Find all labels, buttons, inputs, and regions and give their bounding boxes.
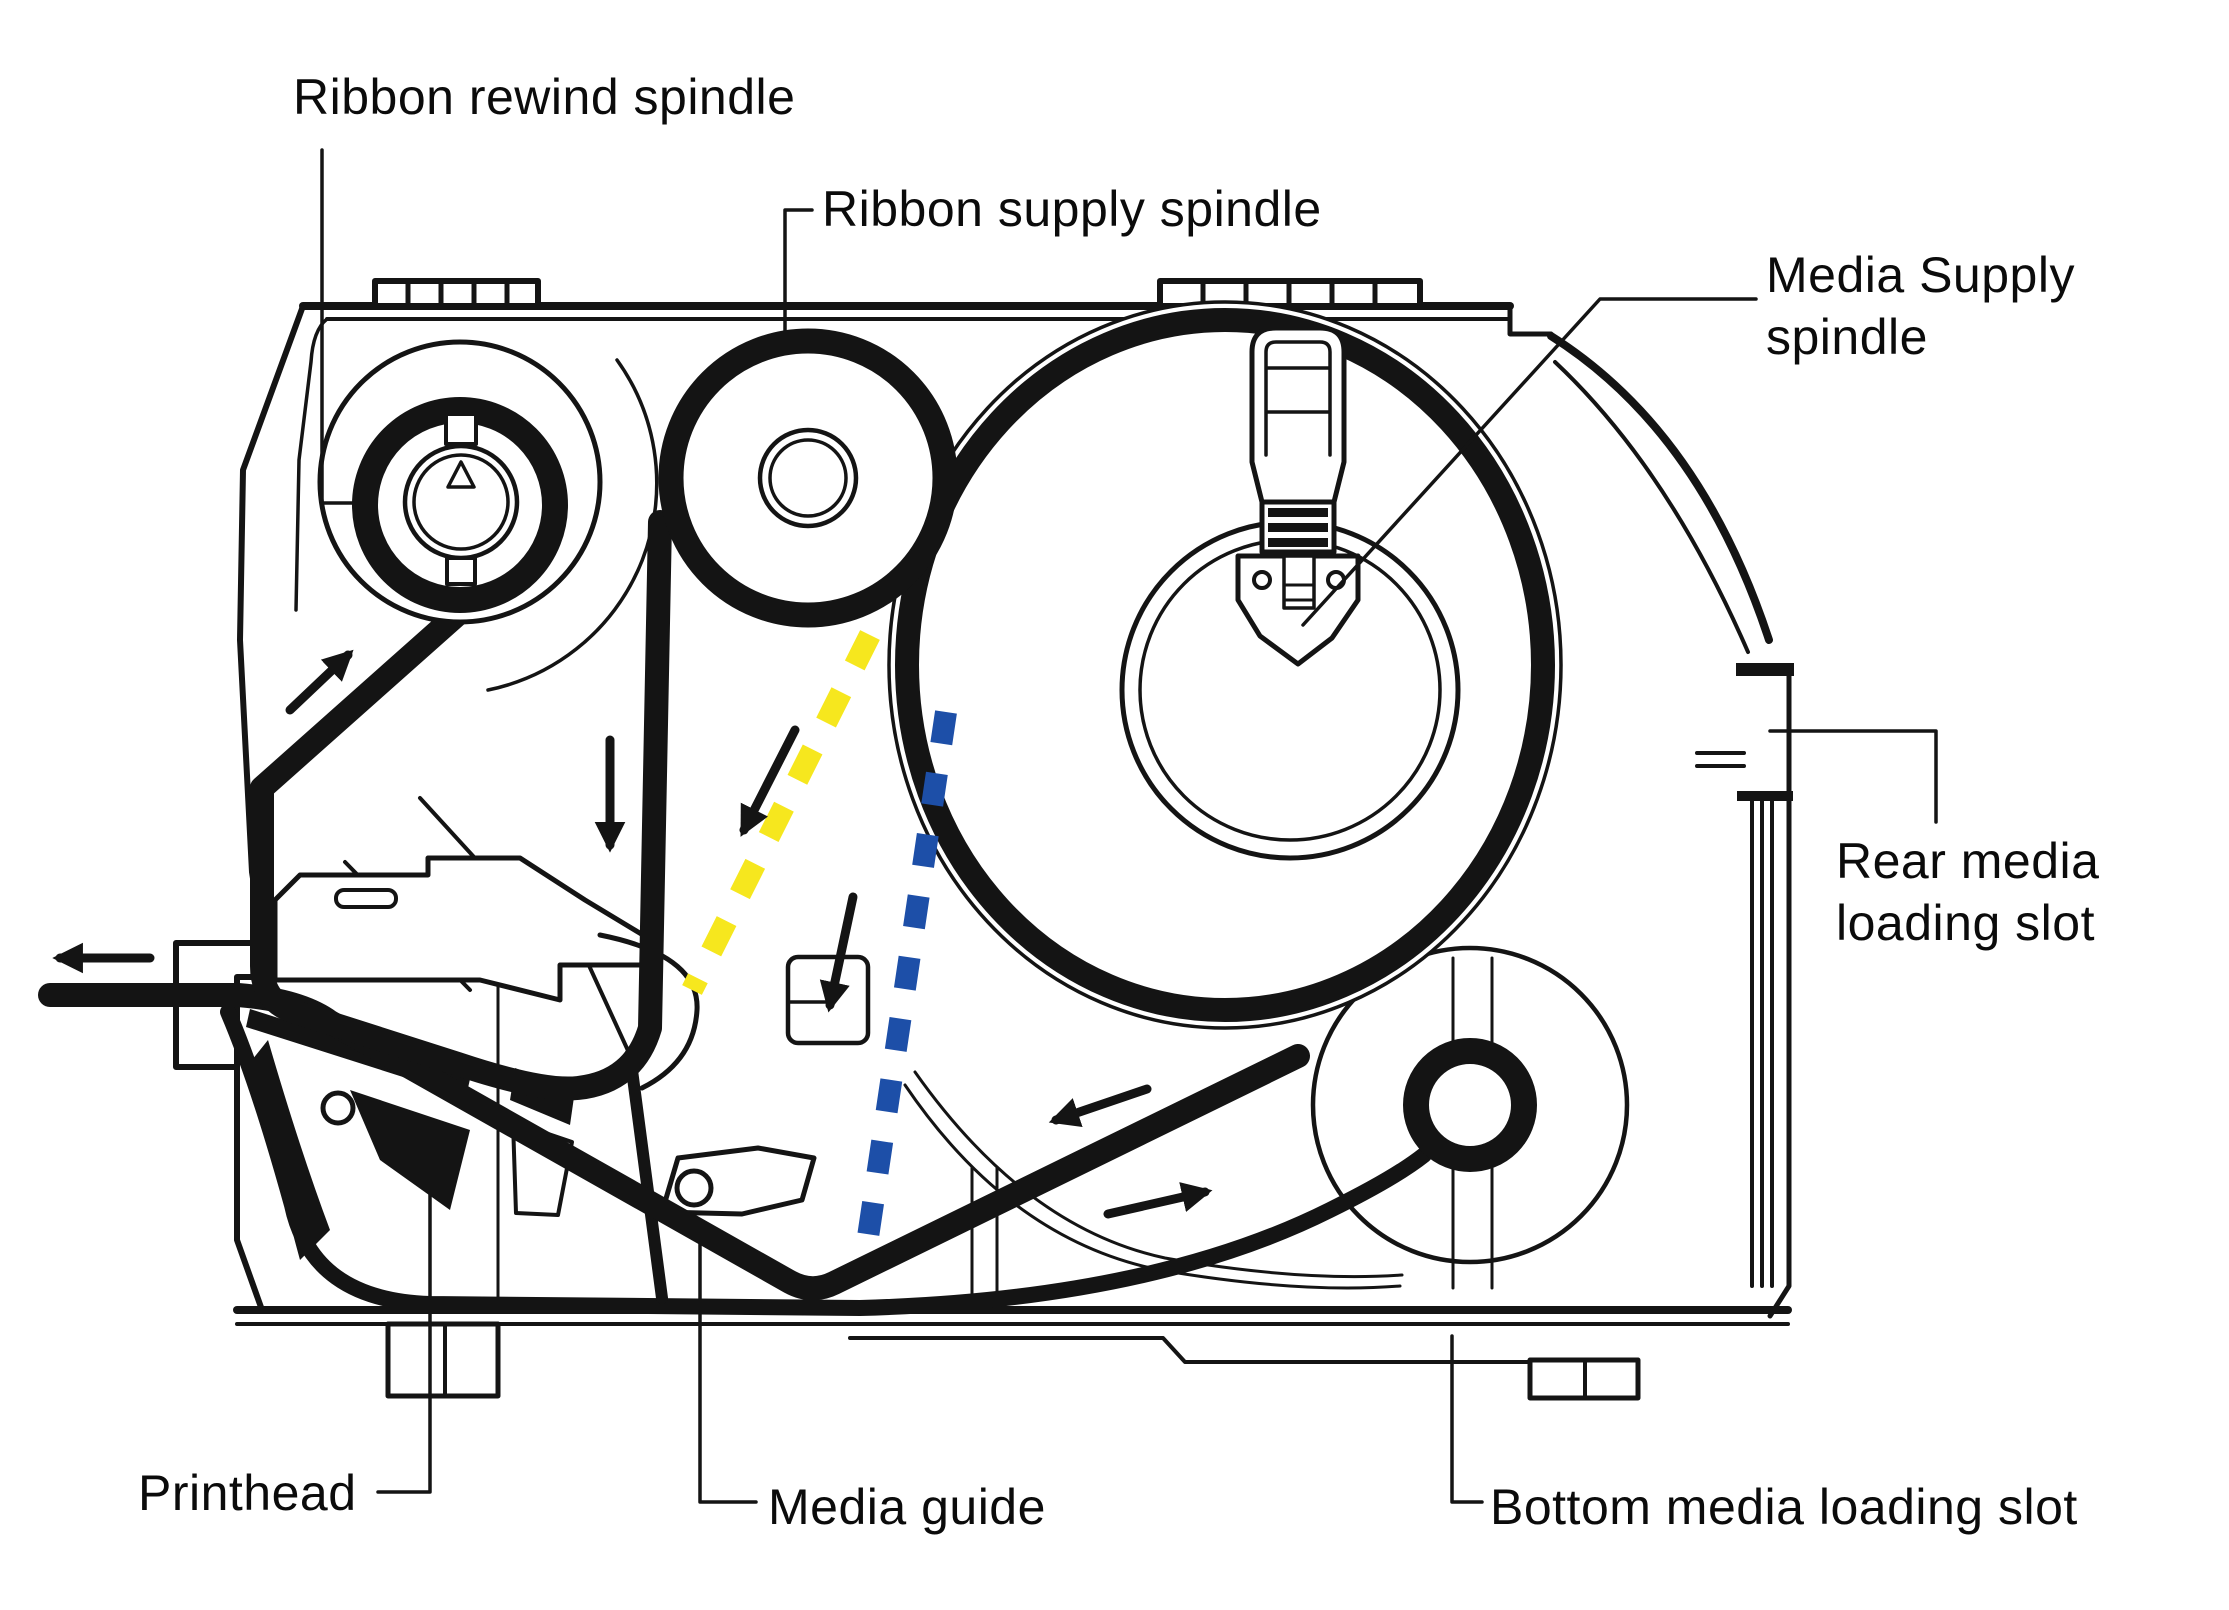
rewind-pointer-triangle: [446, 460, 476, 489]
printhead-support-arm: [624, 1049, 668, 1304]
body-left-lower-wall: [234, 1064, 265, 1313]
supply-core-inner: [768, 438, 848, 518]
external-media-roll-outline: [1310, 945, 1630, 1265]
spindle-screw-right: [1326, 570, 1346, 590]
external-media-roll-hub: [1403, 1038, 1537, 1172]
arrow-down-left-media: [1048, 1084, 1152, 1128]
spindle-screw-left: [1252, 570, 1272, 590]
direction-arrows: [52, 649, 1213, 1219]
ribbon-rewind-spindle: [317, 339, 603, 625]
label-media-supply-spindle: Media Supply spindle: [1766, 247, 2075, 365]
leader-media-supply: [1301, 297, 1758, 627]
arrow-down-media: [819, 892, 858, 1013]
rear-slot-opening-lines: [1695, 751, 1746, 768]
vent-block-left: [372, 278, 541, 309]
media-supply-spindle: [1235, 325, 1361, 667]
arrow-right-external: [1103, 1182, 1213, 1219]
media-roll-ring: [895, 308, 1555, 1022]
label-printhead: Printhead: [138, 1465, 357, 1521]
media-path-dashed: [857, 710, 957, 1239]
ribbon-supply-spindle: [658, 328, 958, 628]
ribbon-compartment-arc: [486, 358, 659, 692]
label-media-guide: Media guide: [768, 1479, 1046, 1535]
spindle-handle: [1249, 325, 1347, 505]
rear-slot-upper-bar: [1736, 663, 1794, 676]
ribbon-path: [250, 510, 672, 1101]
media-guide-roller: [674, 1168, 714, 1208]
arrow-up-right-rewind: [285, 649, 354, 715]
media-roll: [887, 300, 1563, 1030]
lower-guide-rail-inner: [913, 1070, 1404, 1279]
leader-ribbon-rewind: [320, 148, 374, 505]
platen-pivot: [320, 1090, 356, 1126]
body-right-step: [1507, 303, 1554, 337]
rewind-key-top: [444, 412, 478, 446]
rewind-hub-inner: [412, 453, 510, 551]
foot-right: [1527, 1357, 1641, 1401]
printer-body: [173, 278, 1794, 1401]
leader-bottom-slot: [1450, 1334, 1484, 1504]
rear-outer-curve: [1547, 332, 1773, 644]
leader-printhead: [376, 1160, 432, 1494]
ribbon-path-dashed: [682, 630, 880, 995]
label-ribbon-rewind-spindle: Ribbon rewind spindle: [293, 69, 796, 125]
spindle-channel-lines: [1282, 583, 1316, 602]
label-rear-media-loading-slot: Rear media loading slot: [1836, 833, 2100, 951]
rear-slot-lower-bar: [1737, 791, 1793, 801]
arrow-down-left-ribbon: [739, 725, 800, 837]
rear-inner-curve: [1553, 360, 1750, 654]
media-guide-assembly: [659, 954, 871, 1217]
leader-media-guide: [698, 1226, 758, 1504]
label-ribbon-supply-spindle: Ribbon supply spindle: [822, 181, 1322, 237]
label-bottom-media-loading-slot: Bottom media loading slot: [1490, 1479, 2078, 1535]
printhead-carrier-slot: [334, 888, 398, 909]
rear-wall-lines: [1750, 799, 1774, 1288]
bottom-slot-recess: [848, 1336, 1530, 1364]
printhead-carrier: [272, 855, 646, 1003]
leader-lines: [320, 148, 1938, 1504]
platen-arm-left: [252, 1040, 330, 1260]
spindle-handle-detail: [1264, 340, 1332, 457]
foot-left: [385, 1321, 501, 1399]
platen-wedge: [350, 1090, 470, 1210]
rewind-key-bottom: [445, 556, 477, 586]
leader-rear-slot: [1768, 729, 1938, 824]
leader-ribbon-supply: [783, 208, 814, 348]
